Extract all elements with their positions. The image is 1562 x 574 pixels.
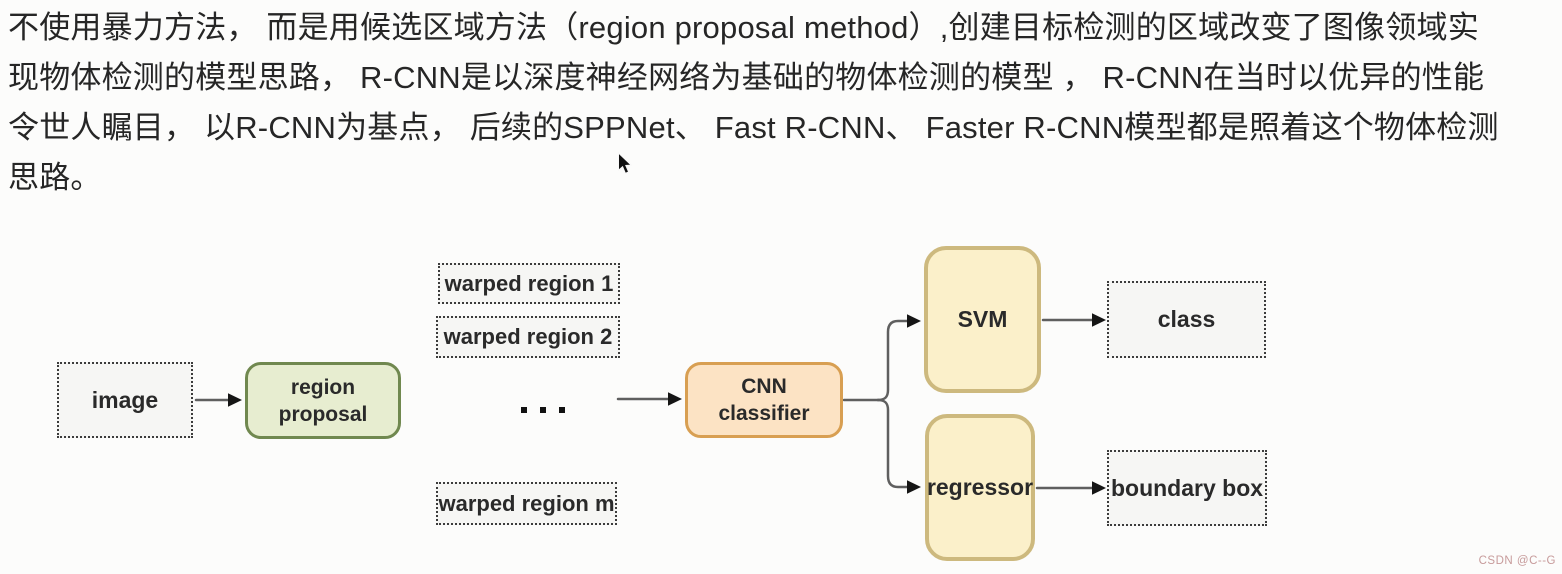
node-class-label: class: [1157, 306, 1216, 332]
node-warped-region-2-label: warped region 2: [443, 324, 613, 349]
node-regressor-label: regressor: [926, 474, 1034, 500]
arrowhead-boundarybox: [1092, 481, 1106, 495]
node-region-proposal-label-line1: region: [290, 375, 356, 399]
mouse-cursor-icon: [618, 152, 633, 174]
fork-branch-down: [876, 398, 911, 489]
paragraph-line-1: 不使用暴力方法， 而是用候选区域方法（region proposal metho…: [8, 10, 1479, 45]
node-boundary-box: boundary box: [1107, 450, 1267, 526]
node-image: image: [57, 362, 193, 438]
node-warped-region-m-label: warped region m: [438, 490, 615, 516]
node-warped-region-1: warped region 1: [438, 263, 620, 304]
node-cnn-classifier-label-line2: classifier: [718, 402, 810, 425]
fork-branch-up: [876, 319, 911, 402]
node-region-proposal: region proposal: [245, 362, 401, 439]
paragraph-line-3: 令世人瞩目， 以R-CNN为基点， 后续的SPPNet、 Fast R-CNN、…: [8, 110, 1499, 145]
node-warped-region-2: warped region 2: [436, 316, 620, 358]
ellipsis-dot: [559, 407, 565, 413]
node-region-proposal-label-line2: proposal: [278, 402, 368, 426]
node-warped-region-m: warped region m: [436, 482, 617, 525]
ellipsis-dots: [521, 407, 565, 413]
ellipsis-dot: [540, 407, 546, 413]
node-svm-label: SVM: [957, 306, 1008, 332]
node-cnn-classifier-label-line1: CNN: [741, 375, 787, 398]
arrowhead-cnn: [668, 392, 682, 406]
node-warped-region-1-label: warped region 1: [444, 270, 614, 296]
paragraph-line-2: 现物体检测的模型思路， R-CNN是以深度神经网络为基础的物体检测的模型 ， R…: [8, 60, 1485, 95]
node-regressor: regressor: [925, 414, 1035, 561]
node-cnn-classifier: CNN classifier: [685, 362, 843, 438]
arrowhead-regressor: [907, 480, 921, 494]
ellipsis-dot: [521, 407, 527, 413]
paragraph-rcnn-description: 不使用暴力方法， 而是用候选区域方法（region proposal metho…: [8, 3, 1560, 203]
node-boundary-box-label: boundary box: [1110, 474, 1264, 501]
arrowhead-class: [1092, 313, 1106, 327]
node-image-label: image: [91, 386, 159, 413]
csdn-watermark: CSDN @C--G: [1478, 555, 1556, 567]
paragraph-line-4: 思路。: [8, 160, 102, 195]
node-svm: SVM: [924, 246, 1041, 393]
arrowhead-regionproposal: [228, 393, 242, 407]
arrowhead-svm: [907, 314, 921, 328]
node-class: class: [1107, 281, 1266, 358]
